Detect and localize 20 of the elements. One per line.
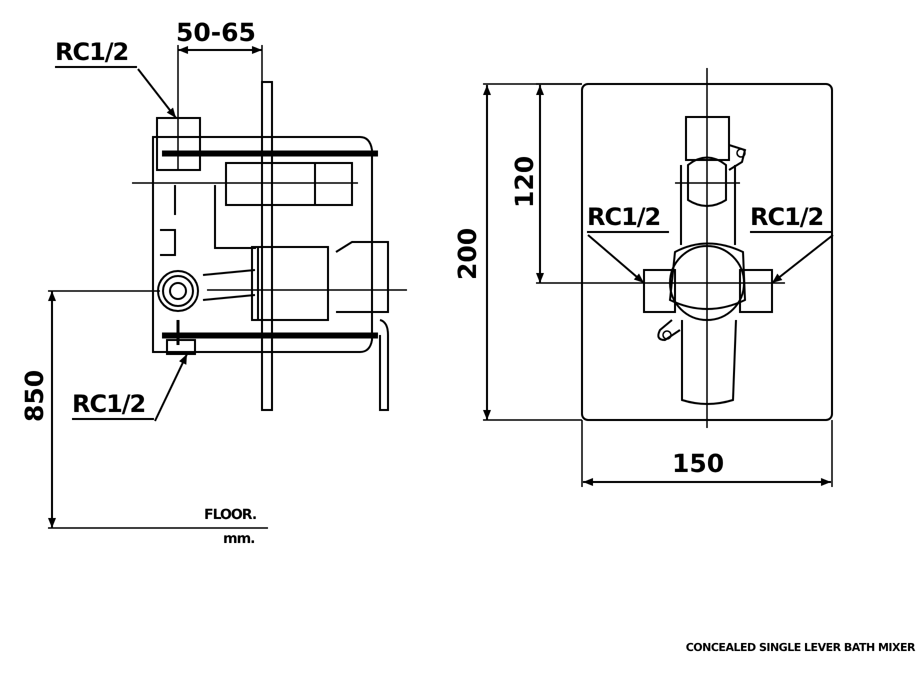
thread-size-callout: RC1/2	[587, 203, 669, 233]
thread-size-callout: RC1/2	[72, 390, 154, 420]
leader-line	[771, 234, 834, 284]
leader-line	[154, 354, 188, 422]
thread-size-callout: RC1/2	[55, 38, 137, 68]
dimension-label: 150	[672, 451, 724, 476]
pipe-port	[166, 339, 196, 355]
floor-label: FLOOR.	[204, 508, 256, 522]
dimension-label: 200	[455, 228, 480, 280]
pipe-port	[739, 269, 773, 313]
dimension-label: 850	[22, 370, 47, 422]
pipe-port	[156, 117, 201, 171]
caption: CONCEALED SINGLE LEVER BATH MIXER	[686, 642, 915, 653]
dimension-label: 120	[512, 156, 537, 208]
pipe-port	[643, 269, 676, 313]
unit-label: mm.	[223, 532, 254, 546]
dimension-label: 50-65	[176, 20, 256, 45]
thread-size-callout: RC1/2	[750, 203, 832, 233]
leader-line	[587, 234, 645, 284]
leader-line	[137, 68, 177, 119]
